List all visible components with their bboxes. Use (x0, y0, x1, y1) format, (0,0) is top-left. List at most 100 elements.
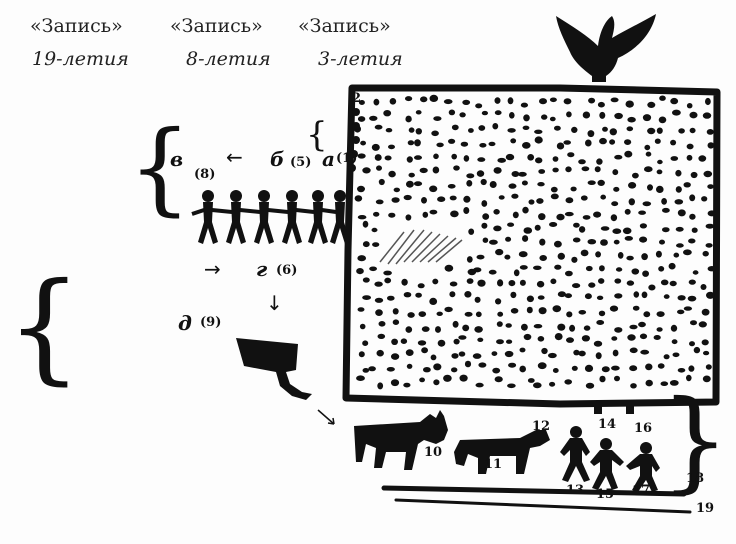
square-dot (522, 207, 528, 214)
square-dot (450, 282, 458, 287)
square-dot (630, 383, 637, 388)
square-dot (539, 255, 547, 261)
square-dot (671, 325, 677, 332)
square-dot (421, 347, 428, 353)
square-dot (642, 292, 648, 299)
square-dot (524, 334, 532, 340)
square-dot (614, 113, 623, 119)
dancer (308, 190, 328, 244)
square-dot (495, 110, 502, 115)
square-dot (407, 364, 413, 369)
heading-19-sub: 19-летия (32, 48, 129, 70)
square-dot (474, 326, 483, 333)
square-dot (537, 182, 544, 186)
square-dot (375, 298, 383, 303)
dancer (198, 190, 218, 244)
square-dot (581, 250, 589, 257)
square-dot (535, 225, 541, 231)
square-dot (598, 102, 605, 108)
square-dot (552, 168, 558, 173)
square-dot (429, 186, 437, 193)
square-dot (593, 212, 601, 218)
square-dot (362, 340, 368, 346)
square-dot (564, 379, 572, 384)
square-dot (657, 170, 663, 175)
square-dot (683, 249, 692, 255)
square-dot (420, 96, 427, 102)
square-dot (672, 110, 681, 116)
square-dot (533, 382, 542, 388)
square-dot (507, 384, 516, 389)
square-dot (583, 215, 591, 220)
square-dot (467, 278, 474, 284)
square-dot (629, 198, 635, 205)
square-dot (702, 339, 709, 345)
square-dot (571, 257, 577, 263)
square-dot (539, 239, 545, 246)
square-dot (449, 291, 455, 297)
square-dot (640, 223, 647, 228)
square-dot (708, 266, 717, 271)
square-dot (423, 212, 429, 218)
square-dot (640, 334, 647, 340)
square-dot (374, 282, 382, 287)
square-dot (433, 379, 439, 385)
square-dot (704, 171, 713, 177)
square-dot (536, 198, 543, 204)
square-dot (534, 324, 543, 328)
square-dot (627, 280, 634, 285)
square-dot (510, 138, 516, 143)
square-dot (401, 338, 407, 344)
square-dot (612, 228, 621, 234)
square-dot (611, 201, 618, 206)
square-dot (419, 378, 425, 383)
square-dot (676, 243, 684, 247)
brace-mid-left: { (6, 258, 82, 397)
square-dot (646, 380, 653, 387)
square-dot (555, 333, 563, 340)
square-dot (432, 279, 438, 285)
square-dot (504, 255, 510, 260)
square-dot (368, 366, 376, 371)
square-dot (406, 326, 413, 333)
dancer-arm (240, 210, 260, 212)
square-dot (510, 292, 516, 298)
square-dot (460, 375, 468, 382)
square-dot (409, 173, 415, 178)
square-dot (657, 160, 663, 164)
square-dot (363, 241, 370, 247)
square-dot (406, 181, 414, 188)
square-dot (477, 338, 483, 342)
label-5: (5) (290, 155, 311, 170)
square-dot (690, 128, 696, 133)
square-dot (392, 197, 400, 203)
square-dot (511, 308, 519, 314)
square-dot (571, 187, 577, 192)
label-18: 18 (686, 471, 704, 486)
square-dot (461, 142, 468, 147)
square-dot (496, 339, 504, 344)
square-dot (616, 267, 622, 271)
square-dot (407, 156, 413, 162)
square-dot (390, 98, 397, 105)
square-dot (690, 320, 697, 325)
square-dot (372, 228, 378, 232)
square-dot (594, 341, 602, 347)
square-dot (612, 169, 618, 175)
square-dot (506, 340, 512, 344)
human-figure-13 (560, 426, 590, 482)
arrow-left: ← (226, 145, 243, 169)
square-dot (489, 240, 498, 245)
square-dot (586, 266, 593, 271)
letter-g: г (256, 257, 268, 281)
square-dot (528, 378, 535, 383)
square-dot (505, 237, 511, 242)
square-dot (414, 155, 422, 160)
label-2: 2 (352, 91, 361, 106)
hand-glyph (236, 338, 312, 400)
square-dot (624, 151, 632, 158)
square-dot (493, 226, 501, 232)
square-dot (567, 152, 574, 157)
square-dot (433, 154, 439, 160)
